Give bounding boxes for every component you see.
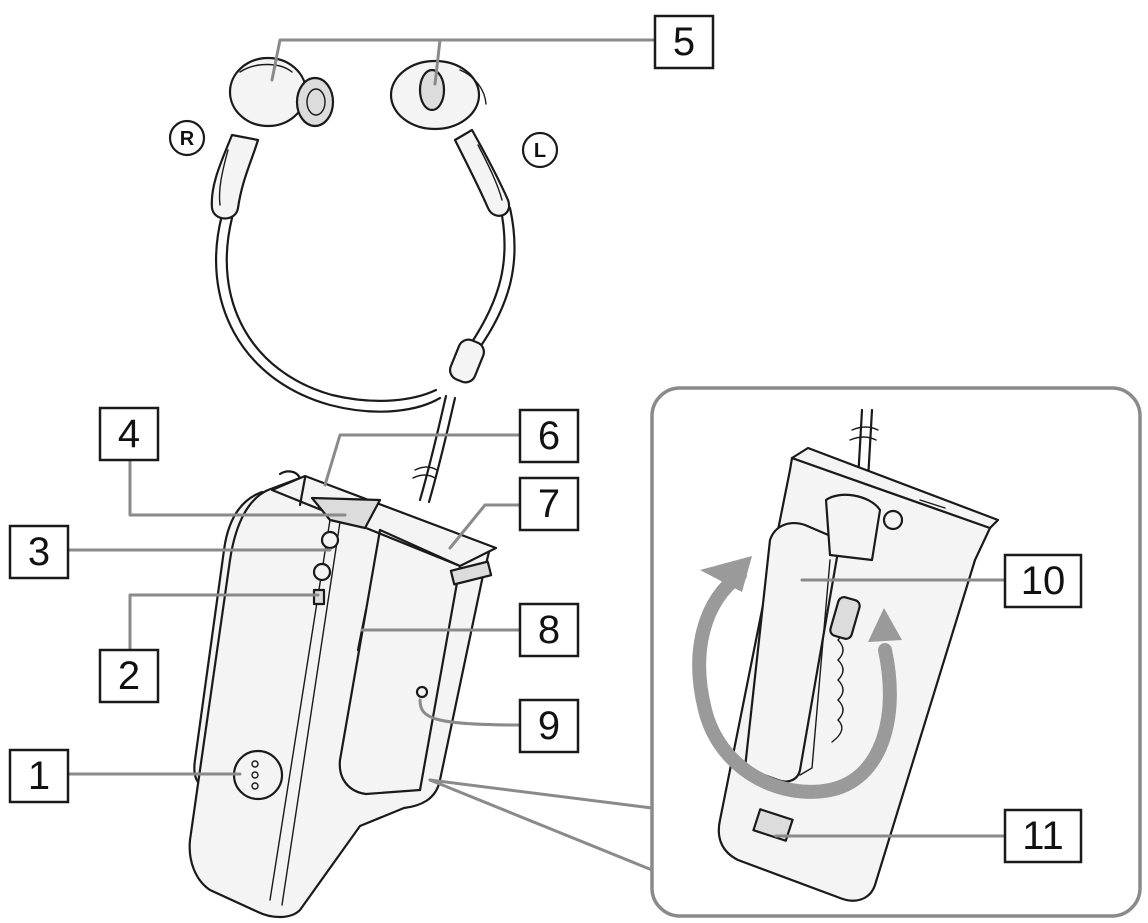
receiver-unit xyxy=(188,470,498,919)
callout-3: 3 xyxy=(8,524,70,580)
right-side-mark-label: R xyxy=(180,128,195,150)
right-earbud xyxy=(210,56,335,220)
inset-back-view xyxy=(692,408,1000,902)
callout-8: 8 xyxy=(518,602,580,658)
callout-5-label: 5 xyxy=(673,20,695,64)
callout-3-label: 3 xyxy=(28,530,50,574)
inset-pointer xyxy=(428,778,654,872)
right-side-mark: R xyxy=(168,119,206,157)
callout-11-label: 11 xyxy=(1022,814,1064,858)
callout-4-label: 4 xyxy=(118,412,140,456)
inset-frame xyxy=(650,386,1142,918)
left-earbud xyxy=(389,59,511,217)
left-side-mark-label: L xyxy=(534,140,546,162)
callout-5: 5 xyxy=(653,14,715,70)
callout-9: 9 xyxy=(518,698,580,754)
callout-1-label: 1 xyxy=(28,754,50,798)
left-side-mark: L xyxy=(521,131,559,169)
callout-7-label: 7 xyxy=(538,482,560,526)
callout-6-label: 6 xyxy=(538,414,560,458)
callout-11: 11 xyxy=(1003,808,1083,864)
callout-7: 7 xyxy=(518,476,580,532)
callout-4: 4 xyxy=(98,406,160,462)
callout-9-label: 9 xyxy=(538,704,560,748)
earphones: R L xyxy=(168,56,559,504)
callout-1: 1 xyxy=(8,748,70,804)
callout-10-label: 10 xyxy=(1021,559,1066,603)
leader-lines xyxy=(66,38,1007,838)
callout-10: 10 xyxy=(1003,553,1083,609)
callout-8-label: 8 xyxy=(538,608,560,652)
callout-2-label: 2 xyxy=(118,654,140,698)
callout-6: 6 xyxy=(518,408,580,464)
callout-2: 2 xyxy=(98,648,160,704)
